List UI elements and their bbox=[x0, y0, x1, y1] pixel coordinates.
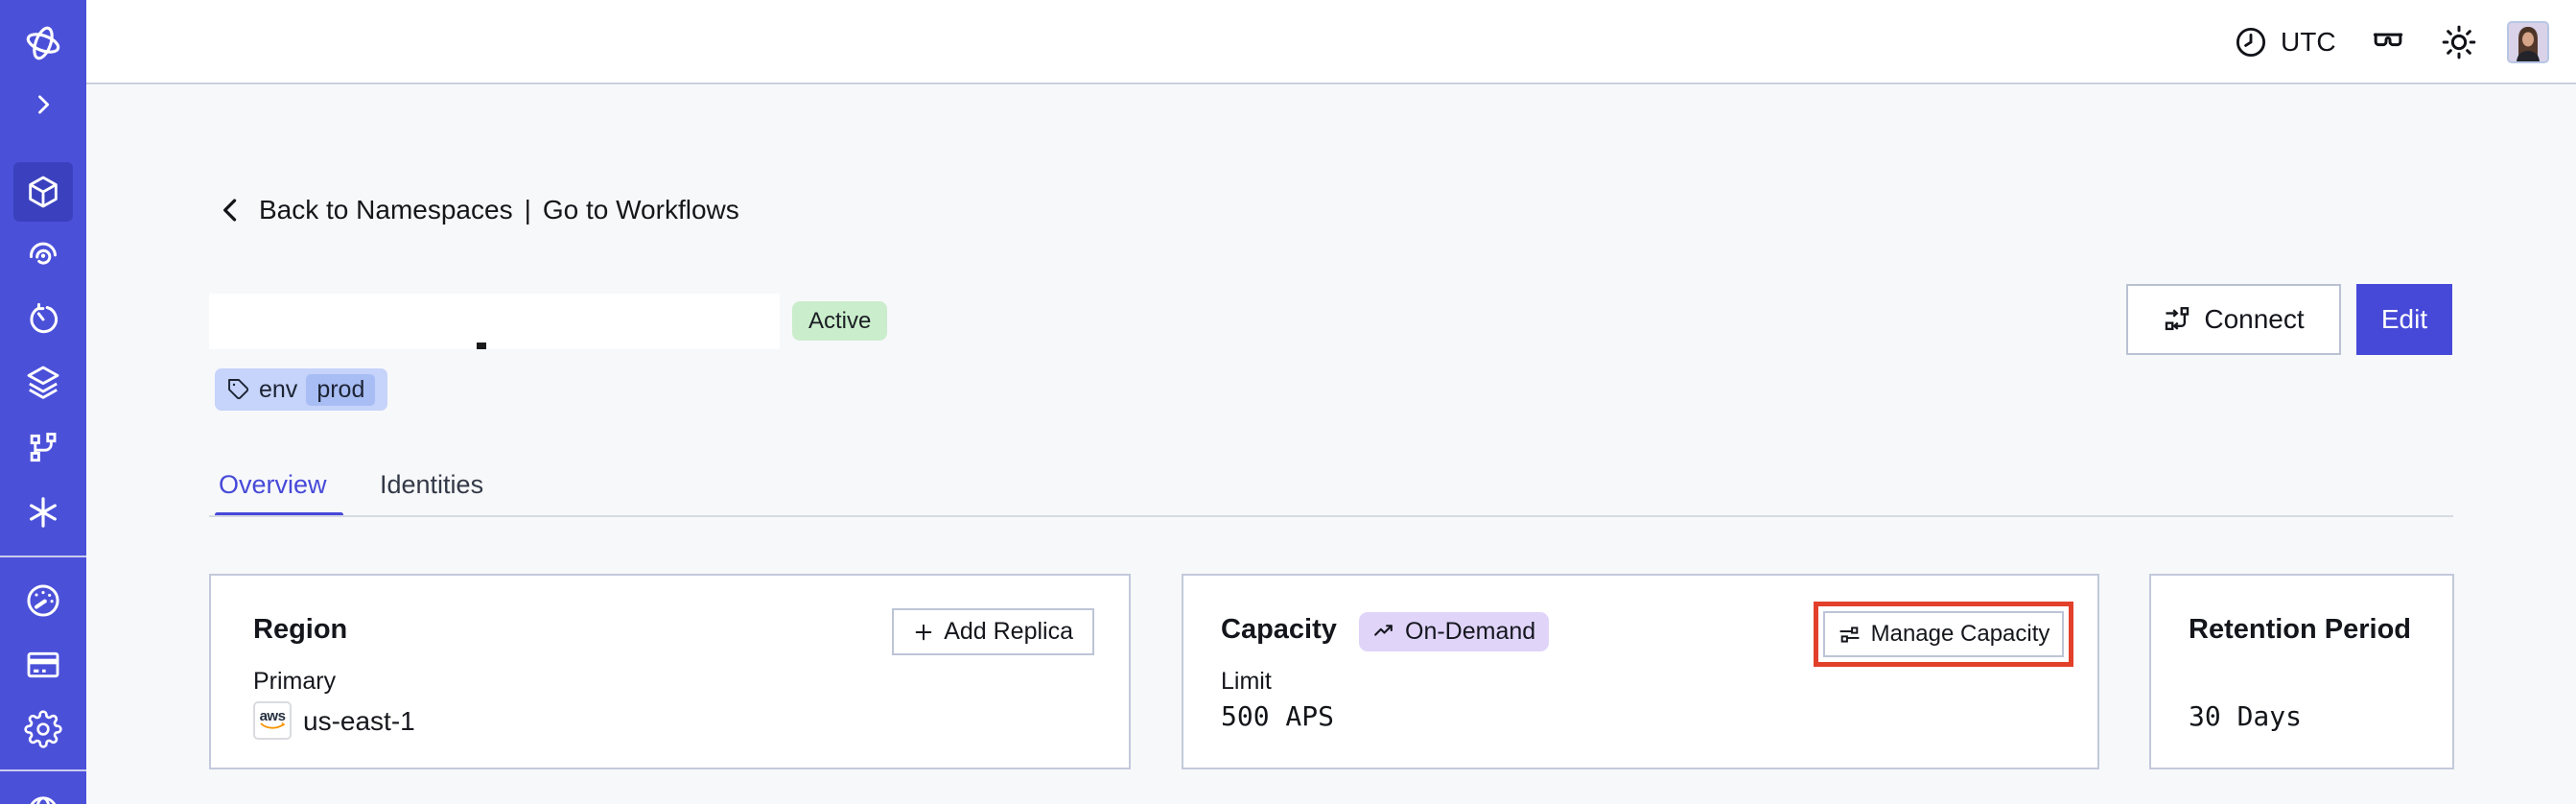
capacity-value: 500 APS bbox=[1221, 700, 1335, 732]
redaction-artifact bbox=[477, 343, 486, 349]
go-to-workflows-link[interactable]: Go to Workflows bbox=[543, 195, 739, 225]
connect-flow-icon bbox=[2166, 307, 2190, 331]
billing-card-icon bbox=[27, 651, 59, 678]
breadcrumb: Back to Namespaces | Go to Workflows bbox=[215, 194, 739, 226]
manage-capacity-button[interactable]: Manage Capacity bbox=[1823, 611, 2064, 657]
back-link-label: Back to Namespaces bbox=[259, 195, 513, 225]
retention-card-title: Retention Period bbox=[2189, 614, 2412, 645]
tab-identities[interactable]: Identities bbox=[380, 470, 484, 499]
namespace-tag-env-prod: env prod bbox=[215, 368, 388, 411]
sidebar-item-settings[interactable] bbox=[0, 710, 86, 748]
sidebar-item-namespaces[interactable] bbox=[13, 162, 73, 222]
sidebar-divider bbox=[0, 556, 86, 557]
active-tab-underline bbox=[215, 512, 343, 517]
connect-button-label: Connect bbox=[2204, 304, 2305, 334]
tab-overview[interactable]: Overview bbox=[219, 470, 327, 499]
aws-logo: aws bbox=[253, 701, 292, 740]
capacity-card-title: Capacity bbox=[1221, 614, 1337, 645]
back-chevron-icon bbox=[222, 199, 237, 222]
sidebar-item-schedules[interactable] bbox=[0, 300, 86, 339]
tabs-divider-line bbox=[209, 515, 2453, 517]
add-replica-label: Add Replica bbox=[944, 618, 1073, 645]
add-replica-button[interactable]: Add Replica bbox=[892, 608, 1094, 655]
tag-icon bbox=[228, 379, 249, 400]
capacity-limit-label: Limit bbox=[1221, 668, 1272, 695]
region-value: us-east-1 bbox=[303, 706, 415, 736]
retention-card: Retention Period 30 Days bbox=[2149, 574, 2454, 769]
aws-smile-icon bbox=[260, 722, 285, 729]
annotation-highlight-box: Manage Capacity bbox=[1814, 602, 2073, 667]
help-globe-partial-icon bbox=[30, 796, 57, 804]
namespace-title-redacted bbox=[209, 294, 780, 349]
sun-icon bbox=[2442, 25, 2476, 59]
edit-button[interactable]: Edit bbox=[2356, 284, 2452, 355]
status-badge-label: Active bbox=[808, 307, 872, 334]
workflows-link-label: Go to Workflows bbox=[542, 195, 739, 225]
theme-toggle[interactable] bbox=[2440, 23, 2478, 61]
edit-button-label: Edit bbox=[2380, 304, 2428, 334]
on-demand-label: On-Demand bbox=[1405, 618, 1536, 645]
glasses-icon bbox=[2373, 33, 2403, 47]
namespaces-cube-icon bbox=[29, 176, 58, 208]
sidebar-item-deployments[interactable] bbox=[0, 430, 86, 466]
sidebar-item-workflows[interactable] bbox=[0, 235, 86, 273]
timezone-selector[interactable]: UTC bbox=[2233, 24, 2336, 60]
plus-icon bbox=[915, 624, 932, 640]
region-card-title: Region bbox=[253, 614, 348, 645]
sidebar-expand-chevron-icon[interactable] bbox=[0, 90, 86, 119]
sidebar bbox=[0, 0, 86, 804]
sidebar-item-help[interactable] bbox=[0, 792, 86, 804]
breadcrumb-separator: | bbox=[524, 195, 531, 225]
settings-gear-icon bbox=[24, 710, 62, 748]
tag-key: env bbox=[259, 375, 298, 403]
avatar-image bbox=[2509, 23, 2547, 61]
workflows-spiral-icon bbox=[29, 242, 57, 265]
manage-capacity-label: Manage Capacity bbox=[1870, 621, 2050, 647]
sidebar-item-nexus[interactable] bbox=[0, 493, 86, 532]
sliders-icon bbox=[1839, 626, 1860, 643]
sidebar-item-billing[interactable] bbox=[0, 646, 86, 684]
topbar: UTC bbox=[86, 0, 2576, 84]
nexus-asterisk-icon bbox=[30, 497, 57, 528]
timezone-label: UTC bbox=[2281, 27, 2336, 57]
deployments-branch-icon bbox=[30, 433, 57, 462]
labs-toggle[interactable] bbox=[2369, 23, 2407, 61]
on-demand-badge: On-Demand bbox=[1359, 612, 1550, 651]
user-avatar[interactable] bbox=[2507, 21, 2549, 63]
region-primary-label: Primary bbox=[253, 668, 337, 695]
schedules-timer-icon bbox=[30, 302, 59, 334]
back-to-namespaces-link[interactable]: Back to Namespaces bbox=[215, 194, 513, 226]
sidebar-item-usage[interactable] bbox=[0, 580, 86, 621]
sidebar-item-layers[interactable] bbox=[0, 363, 86, 401]
clock-icon bbox=[2236, 27, 2266, 58]
aws-logo-text: aws bbox=[259, 708, 286, 724]
usage-gauge-icon bbox=[27, 584, 59, 617]
layers-stack-icon bbox=[27, 366, 59, 399]
region-card: Region Add Replica Primary aws us-east-1 bbox=[209, 574, 1131, 769]
status-badge: Active bbox=[792, 301, 888, 341]
tag-value-chip: prod bbox=[306, 373, 376, 406]
retention-value: 30 Days bbox=[2189, 700, 2303, 732]
connect-button[interactable]: Connect bbox=[2126, 284, 2341, 355]
capacity-card: Capacity On-Demand Manage Capacity Limit… bbox=[1182, 574, 2099, 769]
sidebar-divider bbox=[0, 769, 86, 771]
trend-up-icon bbox=[1374, 625, 1393, 636]
temporal-logo-icon[interactable] bbox=[0, 22, 86, 64]
